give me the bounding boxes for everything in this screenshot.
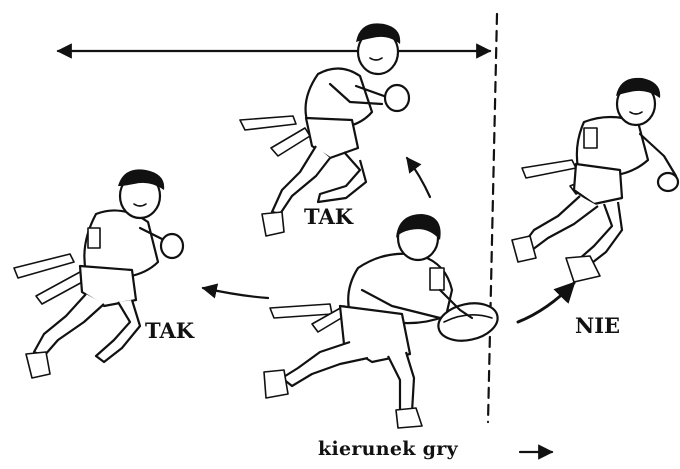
player-top-receiving [239, 23, 411, 237]
player-center-passer [263, 214, 499, 429]
label-tak-left: TAK [145, 318, 195, 343]
player-right-offside [511, 77, 680, 283]
pass-arrow-right [516, 281, 576, 324]
label-tak-top: TAK [304, 204, 354, 229]
pass-arrow-up [405, 156, 432, 199]
label-nie: NIE [575, 313, 621, 338]
offside-dashed-line [486, 12, 499, 424]
label-direction-of-play: kierunek gry [318, 438, 458, 460]
player-left-receiving [13, 169, 185, 379]
pass-arrow-left [201, 283, 270, 300]
